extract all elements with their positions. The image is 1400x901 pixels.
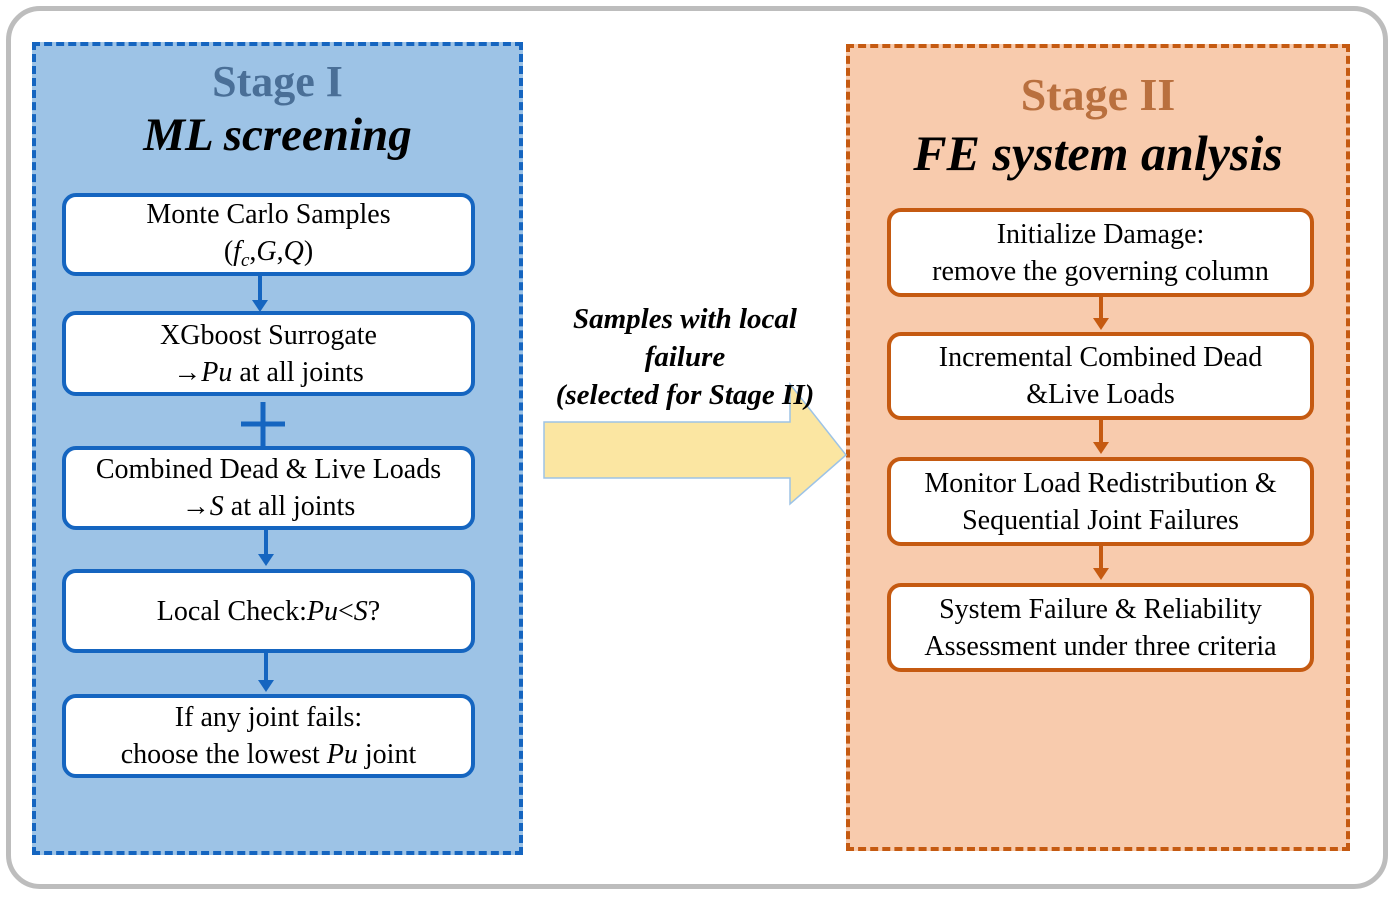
- arrow-head: [1093, 318, 1109, 330]
- xgboost-box: XGboost Surrogate →Pu at all joints: [62, 311, 475, 396]
- monte-carlo-box: Monte Carlo Samples (fc,G,Q): [62, 193, 475, 276]
- stage2-subtitle: FE system anlysis: [913, 125, 1283, 181]
- arrow-head: [1093, 442, 1109, 454]
- monitor-redistribution-box: Monitor Load Redistribution & Sequential…: [887, 457, 1314, 546]
- arrow-head: [252, 300, 268, 312]
- monte-carlo-label: Monte Carlo Samples: [146, 199, 391, 230]
- incremental-loads-box: Incremental Combined Dead &Live Loads: [887, 332, 1314, 420]
- xgboost-label: XGboost Surrogate: [160, 319, 377, 351]
- xgboost-output: →Pu at all joints: [173, 356, 364, 388]
- stage1-title: Stage I: [212, 57, 343, 106]
- initialize-damage-box: Initialize Damage: remove the governing …: [887, 208, 1314, 297]
- arrow-head: [258, 680, 274, 692]
- local-check-label: Local Check:Pu<S?: [156, 595, 381, 627]
- sample-variables: (fc,G,Q): [223, 236, 314, 271]
- stage2-title: Stage II: [1020, 69, 1176, 120]
- loads-output: →S at all joints: [181, 491, 356, 522]
- loads-label: Combined Dead & Live Loads: [95, 454, 442, 485]
- stage1-subtitle: ML screening: [143, 109, 412, 161]
- local-check-box: Local Check:Pu<S?: [62, 569, 475, 653]
- joint-fails-box: If any joint fails: choose the lowest Pu…: [62, 694, 475, 778]
- transfer-arrow: [543, 381, 848, 506]
- arrow-head: [258, 554, 274, 566]
- joint-fails-label: If any joint fails:: [174, 702, 363, 733]
- transfer-label: Samples with local failure (selected for…: [555, 303, 815, 411]
- choose-lowest-label: choose the lowest Pu joint: [120, 739, 417, 770]
- loads-box: Combined Dead & Live Loads →S at all joi…: [62, 446, 475, 530]
- system-failure-box: System Failure & Reliability Assessment …: [887, 583, 1314, 672]
- arrow-head: [1093, 568, 1109, 580]
